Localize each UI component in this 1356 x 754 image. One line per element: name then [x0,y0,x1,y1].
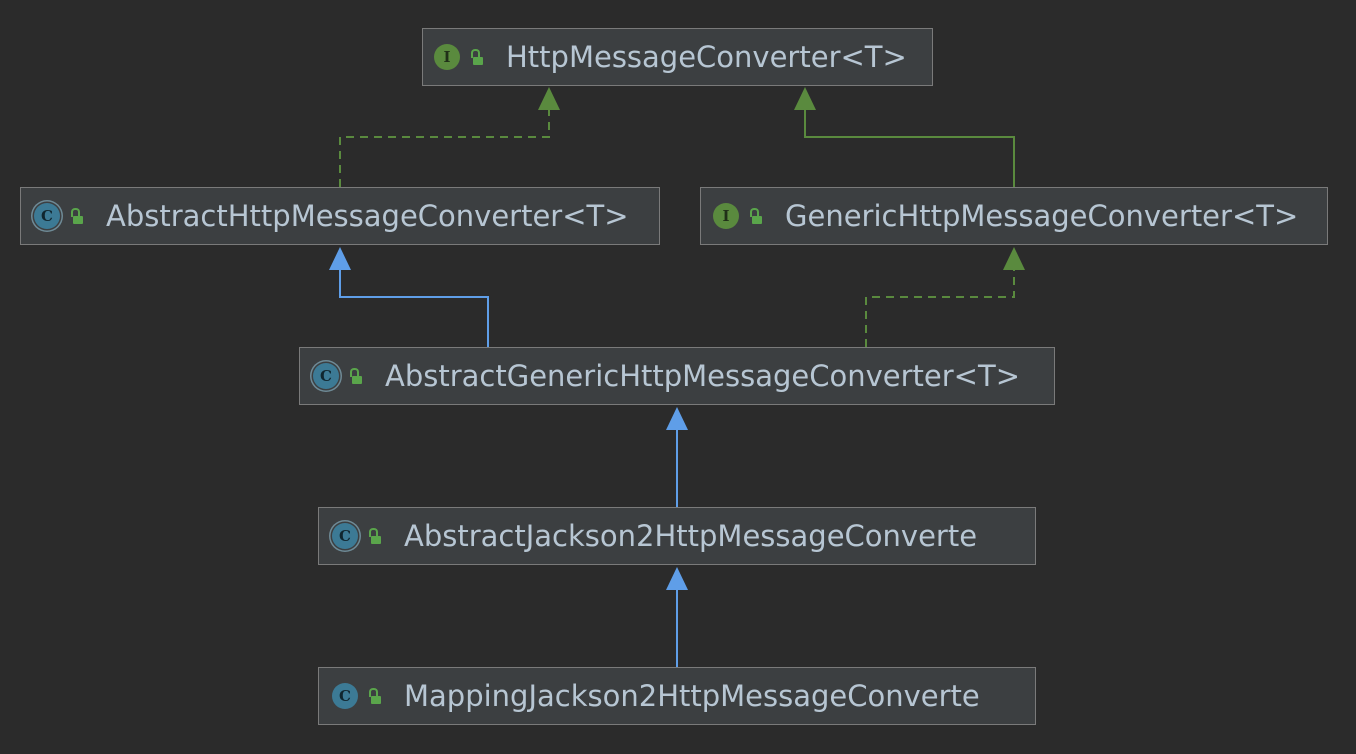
node-http-message-converter[interactable]: I HttpMessageConverter<T> [422,28,933,86]
interface-icon: I [713,203,739,229]
abstract-class-icon: C [313,363,339,389]
node-abstract-jackson2-http-message-converter[interactable]: C AbstractJackson2HttpMessageConverte [318,507,1036,565]
node-label: AbstractJackson2HttpMessageConverte [404,519,978,553]
edge-generic-to-http-message-converter [804,110,1015,187]
node-abstract-http-message-converter[interactable]: C AbstractHttpMessageConverter<T> [20,187,660,245]
edge-abstract-generic-to-abstract-http [339,270,489,347]
abstract-class-icon: C [332,523,358,549]
arrowhead-implements-icon [1003,247,1025,270]
interface-icon: I [434,44,460,70]
class-icon: C [332,683,358,709]
public-lock-icon [470,48,486,66]
node-label: HttpMessageConverter<T> [506,40,907,74]
node-label: AbstractGenericHttpMessageConverter<T> [385,359,1020,393]
public-lock-icon [749,207,765,225]
public-lock-icon [70,207,86,225]
arrowhead-implements-icon [538,87,560,110]
node-abstract-generic-http-message-converter[interactable]: C AbstractGenericHttpMessageConverter<T> [299,347,1055,405]
public-lock-icon [368,687,384,705]
node-label: GenericHttpMessageConverter<T> [785,199,1299,233]
arrowhead-extends-icon [666,567,688,590]
edge-abstract-generic-to-generic [865,270,1015,347]
node-label: AbstractHttpMessageConverter<T> [106,199,629,233]
public-lock-icon [349,367,365,385]
public-lock-icon [368,527,384,545]
arrowhead-extends-icon [794,87,816,110]
edge-abstract-to-http-message-converter [339,110,550,187]
node-mapping-jackson2-http-message-converter[interactable]: C MappingJackson2HttpMessageConverte [318,667,1036,725]
node-label: MappingJackson2HttpMessageConverte [404,679,980,713]
arrowhead-extends-icon [329,247,351,270]
node-generic-http-message-converter[interactable]: I GenericHttpMessageConverter<T> [700,187,1328,245]
arrowhead-extends-icon [666,407,688,430]
abstract-class-icon: C [34,203,60,229]
